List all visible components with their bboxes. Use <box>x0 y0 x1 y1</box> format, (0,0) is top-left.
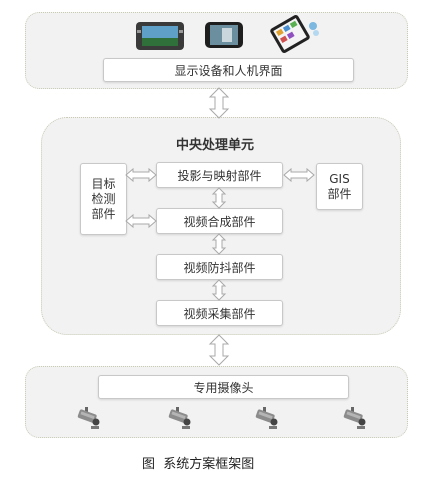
camera-to-central-arrow <box>209 334 229 366</box>
figure-caption: 图 系统方案框架图 <box>142 457 255 472</box>
gis-box: GIS 部件 <box>316 163 363 210</box>
projection-mapping-box: 投影与映射部件 <box>156 162 283 188</box>
video-compositing-box: 视频合成部件 <box>156 208 283 234</box>
target-detection-box: 目标 检测 部件 <box>80 163 127 235</box>
video-stabilization-box: 视频防抖部件 <box>156 254 283 280</box>
camera-box: 专用摄像头 <box>98 375 349 399</box>
display-interface-box: 显示设备和人机界面 <box>103 58 354 82</box>
central-unit-title: 中央处理单元 <box>176 138 255 153</box>
video-capture-box: 视频采集部件 <box>156 300 283 326</box>
display-to-central-arrow <box>209 87 229 119</box>
